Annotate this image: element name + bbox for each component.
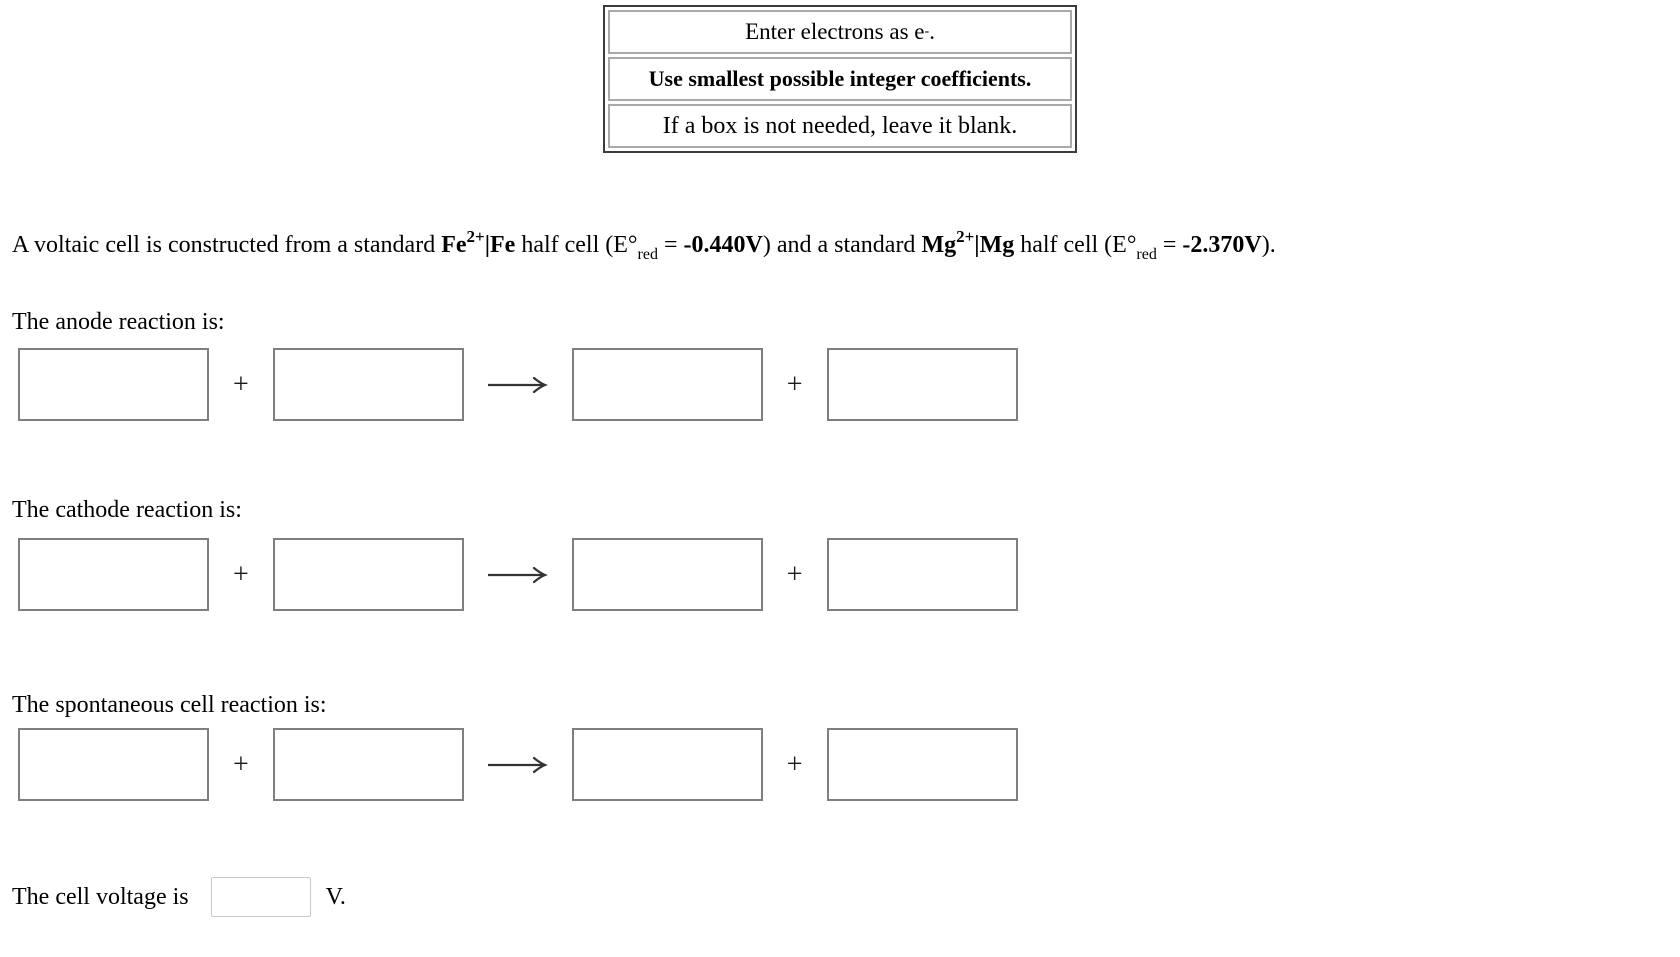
problem-statement: A voltaic cell is constructed from a sta…	[12, 228, 1680, 263]
spontaneous-reaction-row: + +	[18, 728, 1680, 801]
statement-text: ).	[1261, 232, 1276, 258]
statement-text: =	[657, 232, 684, 258]
anode-reactant-2-input[interactable]	[272, 348, 464, 421]
cathode-reactant-2-input[interactable]	[272, 538, 464, 611]
fe-symbol: Fe	[441, 232, 467, 258]
instruction-line-electrons: Enter electrons as e-.	[608, 10, 1072, 54]
plus-sign: +	[233, 558, 249, 590]
cell-voltage-input[interactable]	[210, 877, 311, 917]
statement-text: ) and a standard	[762, 232, 922, 258]
plus-sign: +	[786, 368, 803, 400]
fe-couple: |Fe	[484, 232, 516, 258]
fe-potential-value: -0.440V	[683, 232, 763, 258]
instruction-line-blank: If a box is not needed, leave it blank.	[608, 104, 1072, 148]
cathode-reactant-1-input[interactable]	[18, 538, 209, 611]
spontaneous-reactant-1-input[interactable]	[18, 728, 209, 801]
mg-couple: |Mg	[974, 232, 1015, 258]
anode-reactant-1-input[interactable]	[18, 348, 209, 421]
spontaneous-product-1-input[interactable]	[571, 728, 763, 801]
anode-product-1-input[interactable]	[571, 348, 763, 421]
mg-potential-value: -2.370V	[1182, 232, 1262, 258]
volts-unit-label: V.	[325, 883, 346, 910]
statement-text: half cell (E°	[515, 232, 638, 258]
anode-section-label: The anode reaction is:	[12, 309, 225, 335]
statement-text: =	[1156, 232, 1183, 258]
mg-symbol: Mg	[921, 232, 957, 258]
instructions-box: Enter electrons as e-. Use smallest poss…	[603, 5, 1077, 153]
statement-text: half cell (E°	[1014, 232, 1137, 258]
anode-reaction-row: + +	[18, 348, 1680, 421]
reaction-arrow-icon	[487, 756, 549, 774]
anode-product-2-input[interactable]	[826, 348, 1018, 421]
spontaneous-section-label: The spontaneous cell reaction is:	[12, 692, 327, 718]
plus-sign: +	[786, 748, 803, 780]
reaction-arrow-icon	[487, 376, 549, 394]
spontaneous-reactant-2-input[interactable]	[272, 728, 464, 801]
plus-sign: +	[233, 748, 249, 780]
e-red-subscript-mg: red	[1136, 246, 1157, 263]
plus-sign: +	[786, 558, 803, 590]
spontaneous-product-2-input[interactable]	[826, 728, 1018, 801]
cathode-section-label: The cathode reaction is:	[12, 497, 242, 523]
instruction-line-electrons-text: Enter electrons as e	[745, 19, 925, 44]
plus-sign: +	[233, 368, 249, 400]
cell-voltage-label: The cell voltage is	[12, 883, 189, 910]
e-red-subscript-fe: red	[637, 246, 658, 263]
cathode-reaction-row: + +	[18, 538, 1680, 611]
statement-text: A voltaic cell is constructed from a sta…	[12, 232, 442, 258]
cathode-product-2-input[interactable]	[826, 538, 1018, 611]
mg-charge-superscript: 2+	[956, 227, 975, 246]
fe-charge-superscript: 2+	[466, 227, 485, 246]
cathode-product-1-input[interactable]	[571, 538, 763, 611]
instruction-line-electrons-period: .	[929, 19, 935, 44]
cell-voltage-row: The cell voltage is V.	[12, 877, 1680, 917]
instruction-line-coefficients: Use smallest possible integer coefficien…	[608, 57, 1072, 101]
reaction-arrow-icon	[487, 566, 549, 584]
